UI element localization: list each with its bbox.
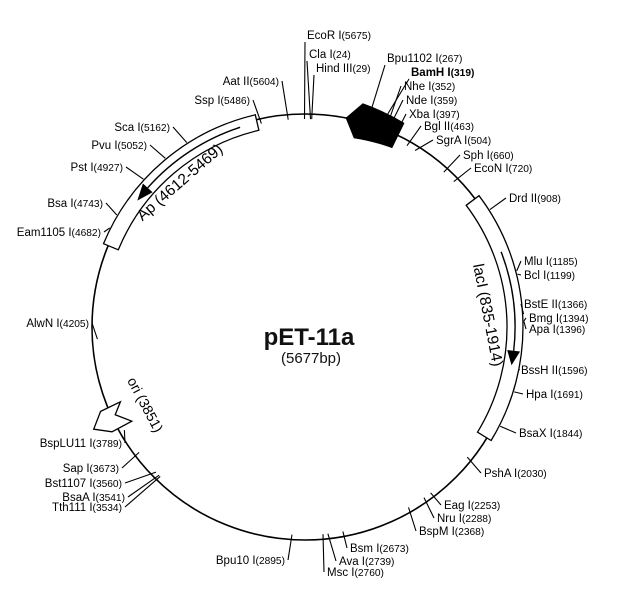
leader-line-drdii [489,197,507,211]
leader-line-bsaai [127,474,160,498]
laci-direction-arrow [500,251,516,351]
leader-line-bspmi [407,507,417,532]
site-label-sapi: Sap I(3673) [63,463,119,475]
site-label-nhei: Nhe I(352) [404,81,455,93]
leader-line-bsai [105,202,118,216]
site-label-bst1107i: Bst1107 I(3560) [45,478,122,490]
leader-line-bglii [406,125,422,147]
laci-gene-box [465,194,524,442]
site-label-psti: Pst I(4927) [71,162,123,174]
leader-line-msci [322,534,325,573]
expression-region-arrow [345,103,405,149]
site-label-bamhi: BamH I(319) [411,67,474,79]
leader-line-bpu10i [287,534,293,561]
leader-line-bst1107i [124,471,157,484]
site-label-drdii: Drd II(908) [509,193,561,205]
leader-line-bmgi [523,317,527,322]
leader-line-aatii [281,80,289,120]
gene-label-laci: lacI (835-1914) [469,262,506,368]
leader-line-sgrai [414,139,434,151]
site-label-msci: Msc I(2760) [327,567,384,579]
site-label-bpu10i: Bpu10 I(2895) [216,555,285,567]
ap-gene-box [102,114,260,251]
leader-line-psti [125,166,144,180]
site-label-clai: Cla I(24) [309,49,351,61]
site-label-hpai: Hpa I(1691) [526,389,583,401]
site-label-bsshii: BssH II(1596) [521,365,588,377]
site-label-ecori: EcoR I(5675) [307,30,371,42]
leader-line-sphi [443,154,461,173]
leader-line-pshai [466,456,482,474]
site-label-alwni: AlwN I(4205) [26,318,89,330]
site-label-sspi: Ssp I(5486) [194,95,250,107]
site-label-bsaxi: BsaX I(1844) [519,428,582,440]
leader-line-clai [306,60,312,120]
ap-direction-arrow-head [137,183,153,201]
site-label-bspmi: BspM I(2368) [419,526,484,538]
leader-line-apai [523,321,527,330]
site-label-avai: Ava I(2739) [339,556,394,568]
leader-line-eagi [430,492,442,506]
leader-line-pvui [149,144,166,159]
site-label-econi: EcoN I(720) [474,163,532,175]
site-label-sphi: Sph I(660) [463,150,514,162]
leader-line-bsteii [520,303,525,315]
leader-line-sapi [121,451,140,469]
site-label-ndei: Nde I(359) [406,95,457,107]
site-label-pvui: Pvu I(5052) [91,140,147,152]
laci-direction-arrow-head [507,350,521,366]
leader-line-hpai [514,391,524,395]
site-label-hindiii: Hind III(29) [316,63,371,75]
site-label-bsplu11i: BspLU11 I(3789) [40,438,122,450]
site-label-eagi: Eag I(2253) [444,500,500,512]
leader-line-eam1105i [103,227,111,233]
plasmid-size: (5677bp) [280,350,342,367]
leader-line-ecori [303,41,306,120]
site-label-bmgi: Bmg I(1394) [529,313,589,325]
leader-line-scai [172,126,188,143]
leader-line-nrui [423,497,435,519]
site-label-xbai: Xba I(397) [409,109,460,121]
site-label-pshai: PshA I(2030) [484,468,547,480]
leader-line-bsaxi [499,425,517,434]
leader-line-bsmi [342,531,348,549]
leader-line-mlui [516,260,522,272]
leader-line-tth111i [124,475,161,508]
leader-line-sspi [252,99,262,124]
site-label-bpu1102i: Bpu1102 I(267) [387,53,462,65]
leader-line-alwni [91,322,98,340]
site-label-tth111i: Tth111 I(3534) [52,502,122,514]
ori-arrow [92,400,134,433]
site-label-nrui: Nru I(2288) [437,513,491,525]
gene-label-ori: ori (3851) [124,374,166,434]
leader-line-avai [327,533,337,562]
leader-line-hindiii [311,74,315,120]
site-label-aatii: Aat II(5604) [223,76,279,88]
leader-line-bcli [517,273,522,276]
plasmid-name: pET-11a [263,324,355,351]
site-label-sgrai: SgrA I(504) [436,135,491,147]
site-label-apai: Apa I(1396) [529,324,585,336]
site-label-eam1105i: Eam1105 I(4682) [17,227,101,239]
leader-line-bsplu11i [123,430,126,444]
leader-line-econi [453,167,472,183]
site-label-bsaai: BsaA I(3541) [62,492,125,504]
site-label-bcli: Bcl I(1199) [524,270,575,282]
site-label-bsteii: BstE II(1366) [524,299,587,311]
site-label-scai: Sca I(5162) [114,122,170,134]
site-label-bglii: Bgl II(463) [424,121,474,133]
site-label-bsmi: Bsm I(2673) [350,543,409,555]
site-label-bsai: Bsa I(4743) [47,198,103,210]
ap-direction-arrow [147,126,241,189]
site-label-mlui: Mlu I(1185) [524,256,578,268]
